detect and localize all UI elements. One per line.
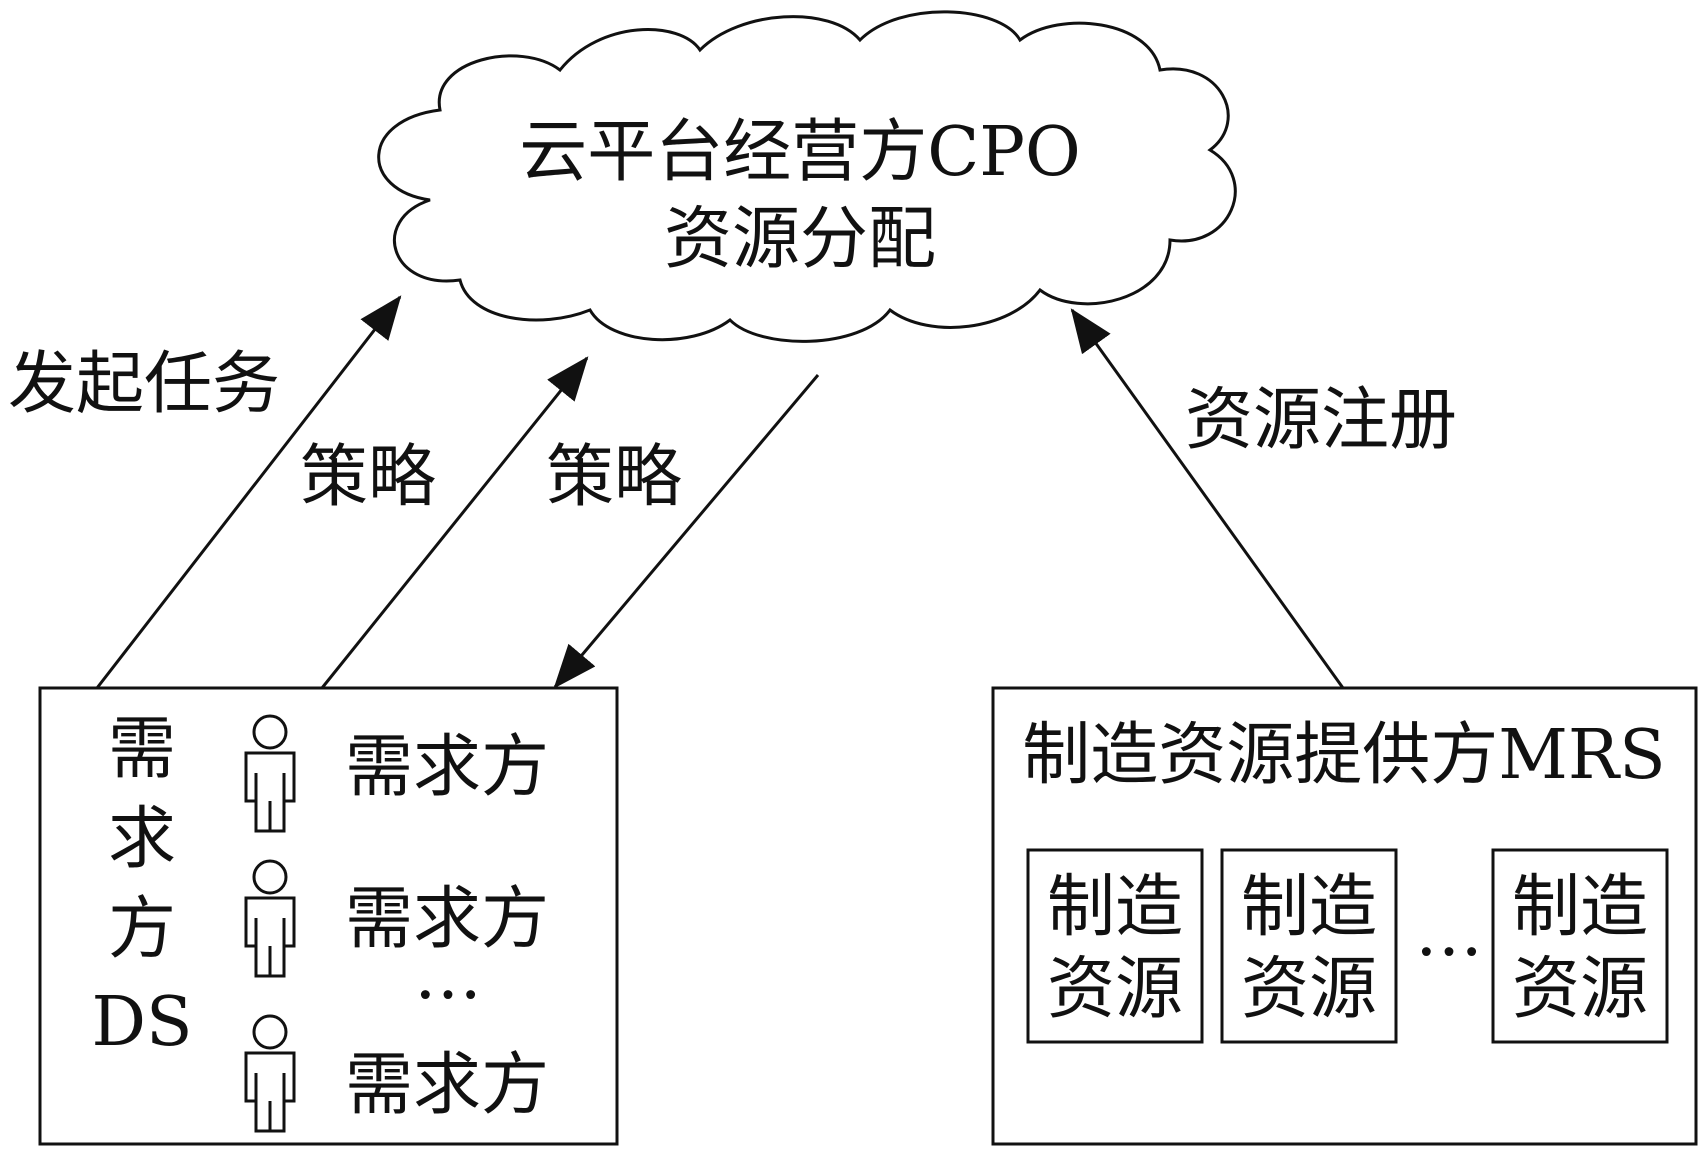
cloud-title: 云平台经营方CPO	[519, 113, 1081, 192]
demander-item: 需求方	[345, 880, 549, 959]
provider-ellipsis: …	[1415, 893, 1483, 972]
person-icon	[244, 714, 296, 833]
resource-box	[1491, 848, 1669, 1044]
demander-title-char-3: 方	[108, 890, 176, 969]
resource-label-line2: 资源	[1512, 950, 1648, 1029]
resource-label-line2: 资源	[1241, 950, 1377, 1029]
demander-ellipsis: …	[414, 936, 482, 1015]
resource-box	[1220, 848, 1398, 1044]
person-icon	[244, 1014, 296, 1133]
resource-box	[1026, 848, 1204, 1044]
resource-label-line1: 制造	[1512, 868, 1648, 947]
demander-title-code: DS	[91, 983, 192, 1062]
cloud-shape	[377, 10, 1237, 343]
demander-title-char-1: 需	[108, 710, 176, 789]
resource-label-line1: 制造	[1241, 868, 1377, 947]
demander-item: 需求方	[345, 728, 549, 807]
cloud-subtitle: 资源分配	[664, 200, 936, 279]
launch-task-label: 发起任务	[8, 345, 280, 424]
strategy-left-label: 策略	[300, 438, 436, 517]
demander-box	[38, 686, 619, 1146]
launch-task-arrow	[95, 295, 402, 689]
strategy-down-arrow	[553, 374, 820, 689]
resource-label-line1: 制造	[1047, 868, 1183, 947]
demander-item: 需求方	[345, 1046, 549, 1125]
strategy-right-label: 策略	[546, 438, 682, 517]
resource-label-line2: 资源	[1047, 950, 1183, 1029]
resource-register-arrow	[1070, 308, 1345, 689]
strategy-up-arrow	[320, 356, 589, 689]
resource-register-label: 资源注册	[1185, 381, 1457, 460]
provider-title: 制造资源提供方MRS	[1022, 716, 1665, 795]
person-icon	[244, 859, 296, 978]
demander-title-char-2: 求	[108, 800, 176, 879]
